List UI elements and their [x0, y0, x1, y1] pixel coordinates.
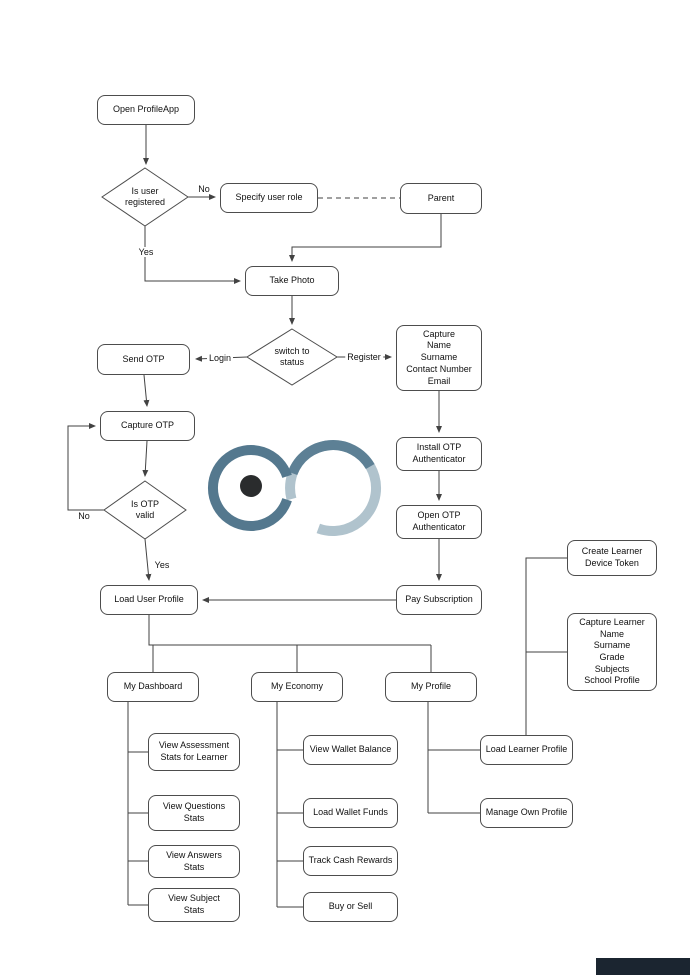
node-view-assessment-stats: View Assessment Stats for Learner: [148, 733, 240, 771]
node-pay-subscription: Pay Subscription: [396, 585, 482, 615]
decision-switch-to-status: [246, 328, 338, 386]
node-track-cash-rewards: Track Cash Rewards: [303, 846, 398, 876]
node-capture-learner-details: Capture Learner Name Surname Grade Subje…: [567, 613, 657, 691]
edge-registered-yes-to-take-photo: [144, 226, 241, 284]
node-my-dashboard: My Dashboard: [107, 672, 199, 702]
node-install-otp-authenticator: Install OTP Authenticator: [396, 437, 482, 471]
node-load-learner-profile: Load Learner Profile: [480, 735, 573, 765]
node-open-profileapp: Open ProfileApp: [97, 95, 195, 125]
node-load-wallet-funds: Load Wallet Funds: [303, 798, 398, 828]
edge-label-register: Register: [345, 352, 383, 362]
edge-label-login: Login: [206, 353, 234, 363]
edge-dashboard-tree: [127, 702, 148, 906]
edge-otp-valid-yes-to-load-profile: [144, 538, 152, 581]
edge-label-yes-registered: Yes: [136, 247, 156, 257]
app-logo: [207, 440, 382, 536]
edge-capture-otp-to-otp-valid: [142, 440, 149, 477]
node-parent: Parent: [400, 183, 482, 214]
decision-is-user-registered: [101, 167, 189, 227]
edge-parent-to-take-photo: [289, 214, 442, 262]
edge-load-profile-branches: [148, 615, 432, 672]
node-capture-details: Capture Name Surname Contact Number Emai…: [396, 325, 482, 391]
node-load-user-profile: Load User Profile: [100, 585, 198, 615]
node-take-photo: Take Photo: [245, 266, 339, 296]
node-send-otp: Send OTP: [97, 344, 190, 375]
edge-send-otp-to-capture-otp: [143, 374, 150, 407]
node-capture-otp: Capture OTP: [100, 411, 195, 441]
node-buy-or-sell: Buy or Sell: [303, 892, 398, 922]
node-open-otp-authenticator: Open OTP Authenticator: [396, 505, 482, 539]
node-view-wallet-balance: View Wallet Balance: [303, 735, 398, 765]
logo-dot: [240, 475, 262, 497]
edge-learner-profile-tree: [525, 557, 570, 735]
edge-label-no-otp: No: [76, 511, 92, 521]
node-create-learner-device-token: Create Learner Device Token: [567, 540, 657, 576]
edge-label-yes-otp: Yes: [152, 560, 172, 570]
corner-watermark-bar: [596, 958, 690, 975]
edge-otp-valid-no-loop: [67, 423, 104, 511]
node-my-profile: My Profile: [385, 672, 477, 702]
logo-left-ring: [207, 445, 292, 531]
logo-right-ring-dark: [287, 440, 375, 476]
node-manage-own-profile: Manage Own Profile: [480, 798, 573, 828]
edge-economy-tree: [276, 702, 303, 908]
edge-profile-tree: [427, 702, 480, 814]
node-view-subject-stats: View Subject Stats: [148, 888, 240, 922]
node-my-economy: My Economy: [251, 672, 343, 702]
decision-is-otp-valid: [103, 480, 187, 540]
node-specify-user-role: Specify user role: [220, 183, 318, 213]
edge-label-no-registered: No: [196, 184, 212, 194]
node-view-answers-stats: View Answers Stats: [148, 845, 240, 878]
node-view-questions-stats: View Questions Stats: [148, 795, 240, 831]
